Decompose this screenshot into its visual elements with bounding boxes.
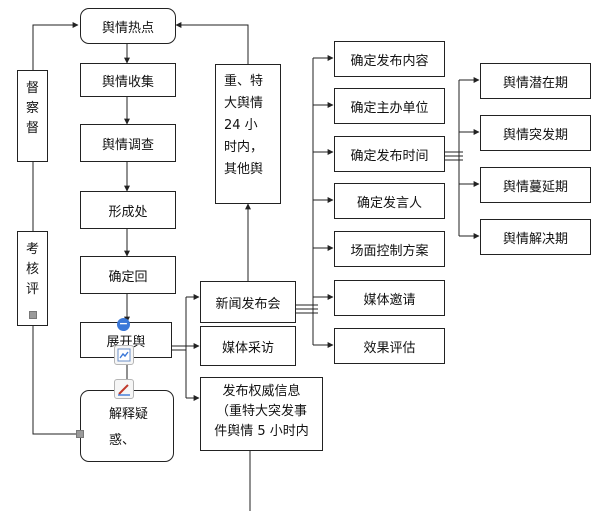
node-effect[interactable]: 效果评估 [334,328,445,364]
authority-line-2: （重特大突发事 [215,404,307,419]
note-line-5: 其他舆 [224,162,264,177]
note-line-3: 24 小 [224,118,258,133]
arrow-supervise-hotspot [32,22,79,70]
node-time[interactable]: 确定发布时间 [334,136,445,172]
arrow-note-hotspot [175,22,249,64]
node-host[interactable]: 确定主办单位 [334,88,445,124]
evaluate-char-3: 评 [25,282,39,297]
supervise-char-3: 督 [25,121,39,136]
node-spread[interactable]: 舆情蔓延期 [480,167,591,203]
evaluate-char-2: 核 [25,262,39,277]
resize-handle-evaluate[interactable] [29,311,37,319]
node-major-note[interactable]: 重、特 大舆情 24 小 时内， 其他舆 [215,64,281,204]
authority-line-1: 发布权威信息 [222,384,301,399]
collapse-icon[interactable]: − [117,317,130,331]
supervise-char-2: 察 [25,101,39,116]
node-explain-line2: 惑、 [109,433,136,448]
node-evaluate[interactable]: 考 核 评 [17,231,48,326]
pen-icon-glyph [118,384,130,396]
evaluate-char-1: 考 [25,242,39,257]
authority-line-3: 件舆情 5 小时内 [214,424,309,439]
node-outbreak[interactable]: 舆情突发期 [480,115,591,151]
layout-icon-glyph [117,348,131,362]
node-hotspot[interactable]: 舆情热点 [80,8,176,44]
node-explain[interactable]: 解释疑 惑、 [80,390,174,462]
node-invite[interactable]: 媒体邀请 [334,280,445,316]
layout-icon[interactable] [114,345,134,365]
node-spokesperson[interactable]: 确定发言人 [334,183,445,219]
supervise-char-1: 督 [25,81,39,96]
node-authority-info[interactable]: 发布权威信息 （重特大突发事 件舆情 5 小时内 [200,377,323,451]
node-content[interactable]: 确定发布内容 [334,41,445,77]
node-latent[interactable]: 舆情潜在期 [480,63,591,99]
note-line-1: 重、特 [224,74,264,89]
note-line-4: 时内， [224,140,264,155]
node-explain-line1: 解释疑 [109,407,149,422]
node-control[interactable]: 场面控制方案 [334,231,445,267]
resize-handle-explain[interactable] [76,430,84,438]
node-resolve[interactable]: 舆情解决期 [480,219,591,255]
node-investigate[interactable]: 舆情调查 [80,124,176,162]
node-collect[interactable]: 舆情收集 [80,63,176,97]
pen-icon[interactable] [114,379,134,399]
node-confirm[interactable]: 确定回 [80,256,176,294]
node-press-conference[interactable]: 新闻发布会 [200,281,296,323]
node-plan[interactable]: 形成处 [80,191,176,229]
node-supervise[interactable]: 督 察 督 [17,70,48,162]
node-media-interview[interactable]: 媒体采访 [200,326,296,366]
note-line-2: 大舆情 [224,96,264,111]
line-evaluate-explain [32,326,80,435]
